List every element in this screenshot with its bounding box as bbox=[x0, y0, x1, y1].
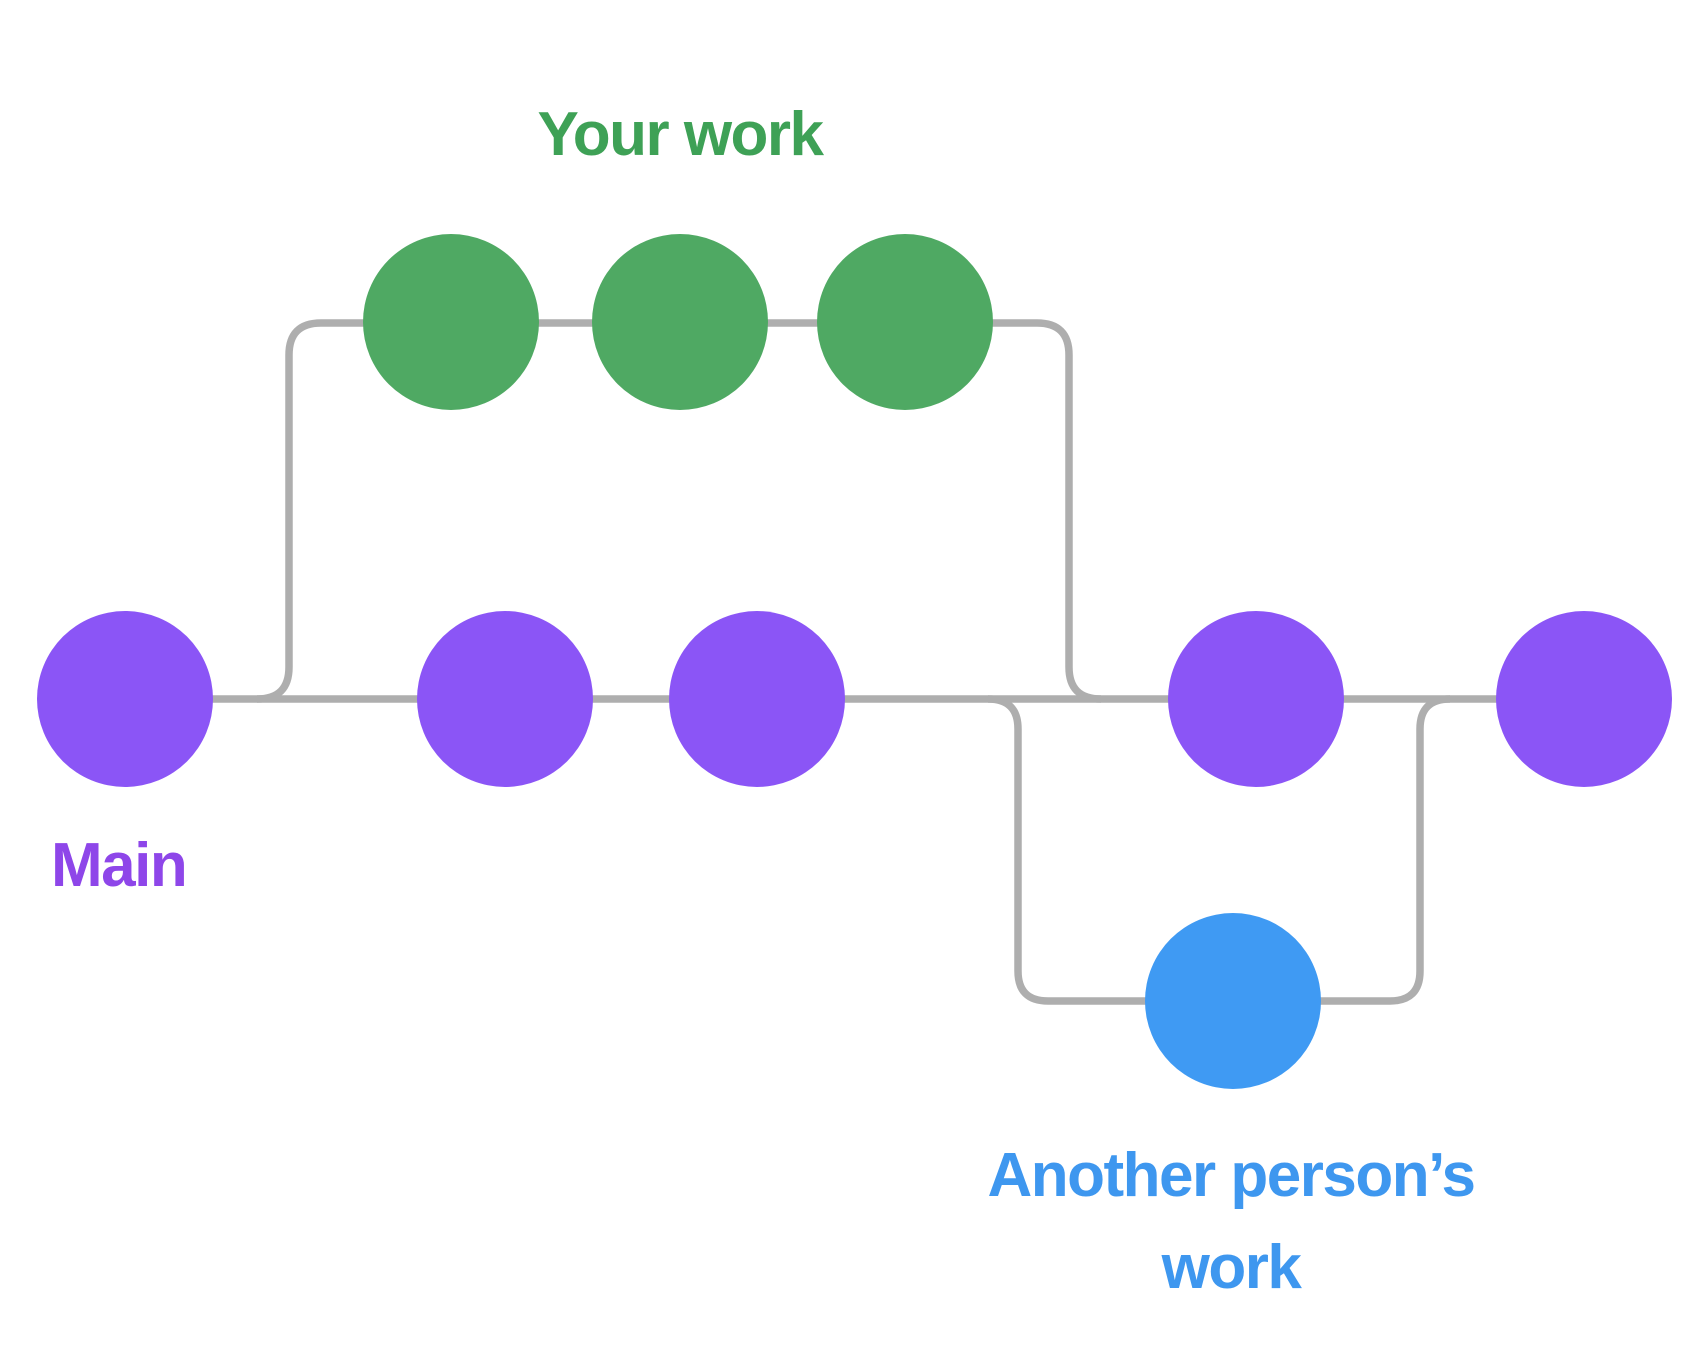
another-persons-work-label-line2: work bbox=[1161, 1233, 1302, 1302]
commit-nodes bbox=[37, 234, 1672, 1089]
another-persons-work-branch-label: Another person’s work bbox=[987, 1130, 1477, 1314]
connector-lines bbox=[125, 319, 1584, 1005]
main-commit-node-5 bbox=[1496, 611, 1672, 787]
your-work-commit-node-3 bbox=[817, 234, 993, 410]
main-commit-node-3 bbox=[669, 611, 845, 787]
your-work-commit-node-2 bbox=[592, 234, 768, 410]
main-commit-node-1 bbox=[37, 611, 213, 787]
your-work-branch-label: Your work bbox=[537, 100, 824, 169]
main-commit-node-4 bbox=[1168, 611, 1344, 787]
your-work-commit-node-1 bbox=[363, 234, 539, 410]
another-persons-work-label-line1: Another person’s bbox=[987, 1141, 1477, 1210]
another-persons-work-commit-node-1 bbox=[1145, 913, 1321, 1089]
main-commit-node-2 bbox=[417, 611, 593, 787]
main-branch-label: Main bbox=[51, 831, 188, 900]
